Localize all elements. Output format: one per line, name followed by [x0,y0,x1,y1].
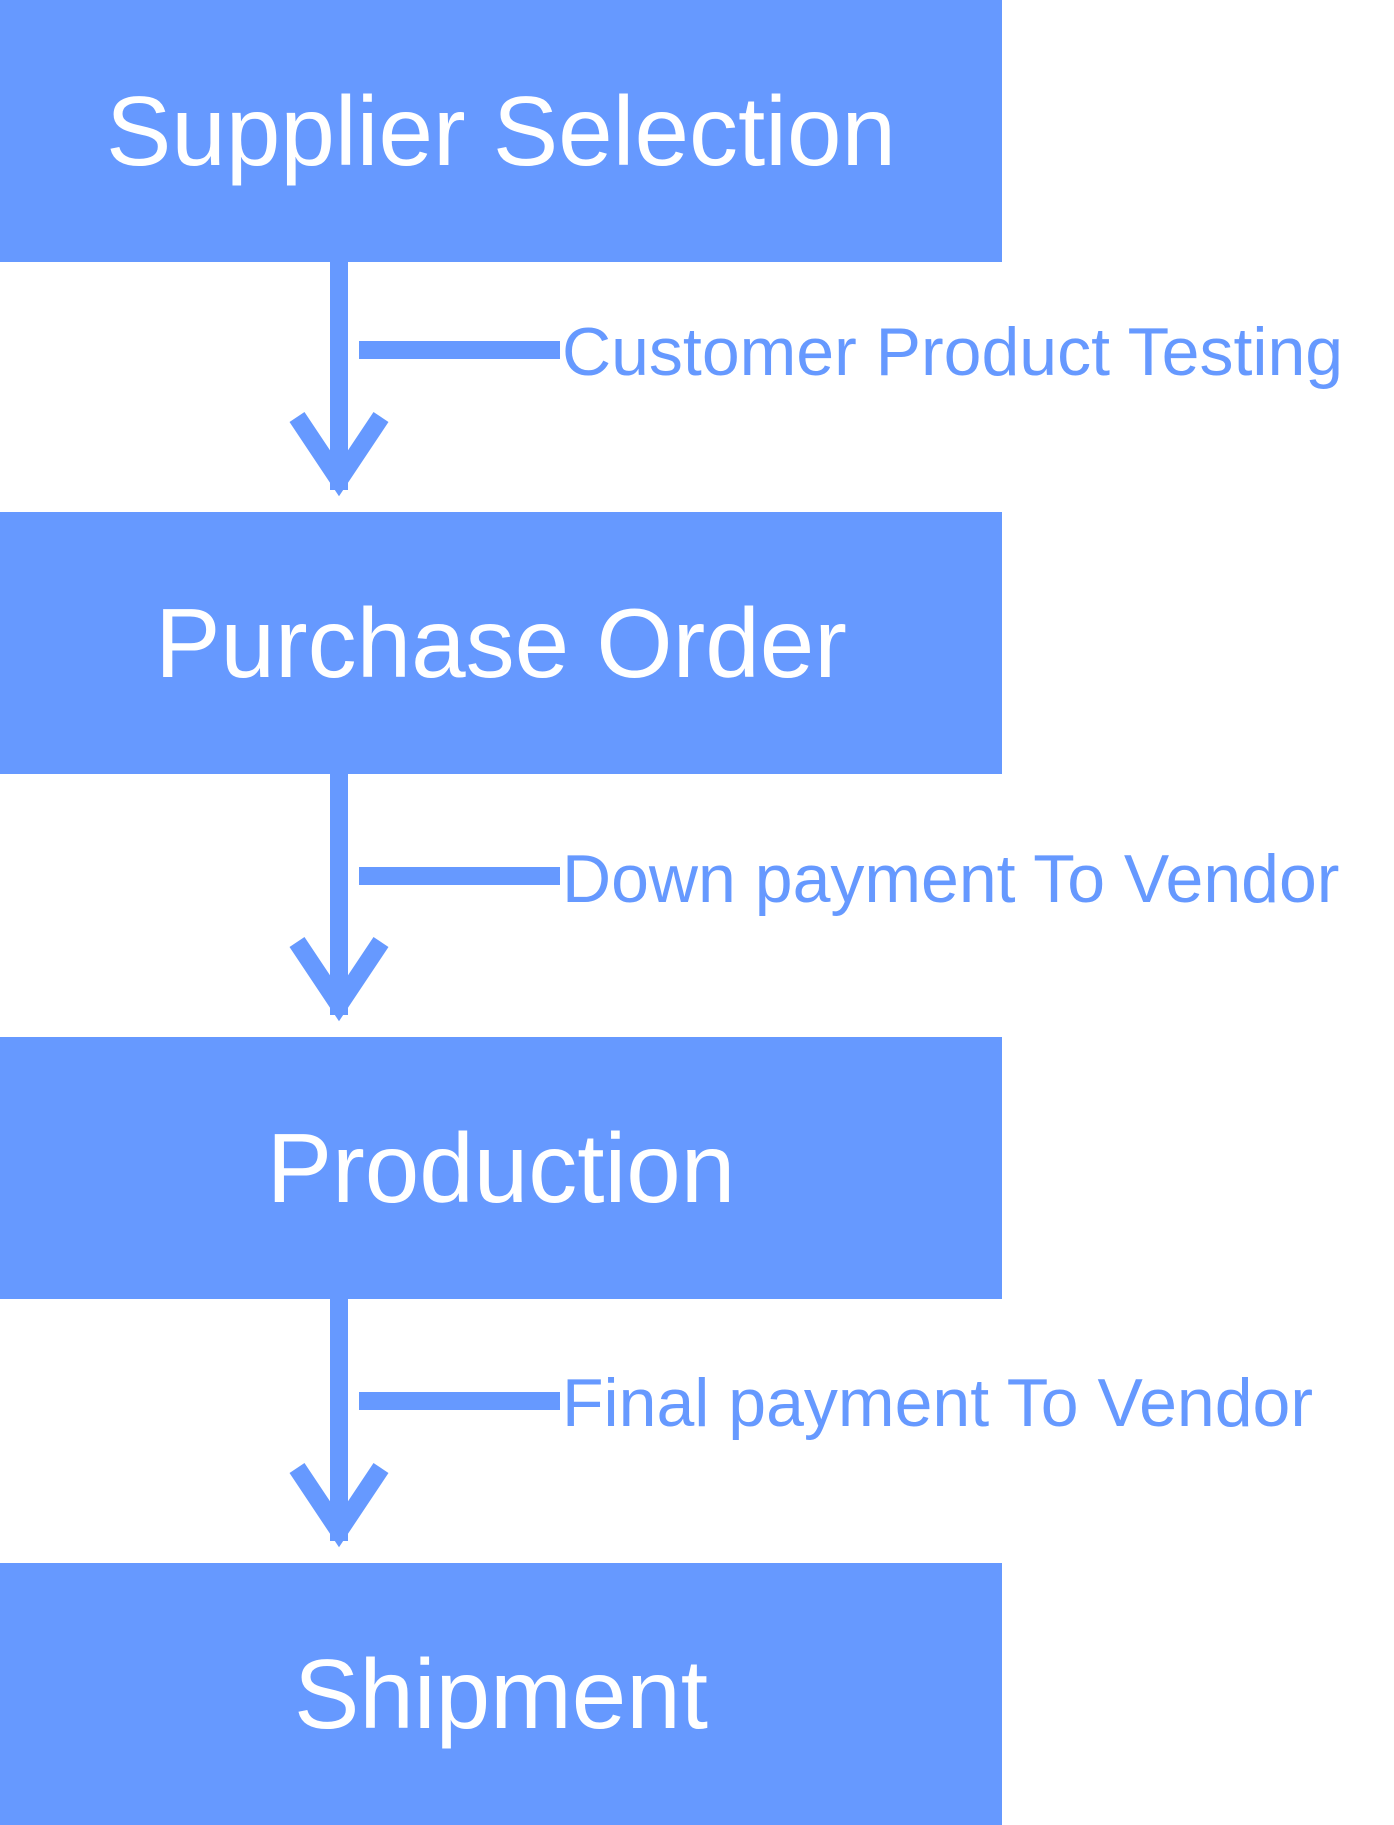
arrow-down-icon [289,774,389,1022]
arrow-down-icon [289,262,389,497]
step-label: Production [266,1113,736,1223]
step-production: Production [0,1037,1002,1299]
step-label: Shipment [293,1639,708,1749]
step-label: Purchase Order [155,588,847,698]
step-shipment: Shipment [0,1563,1002,1825]
arrow-down-icon [289,1299,389,1548]
step-purchase-order: Purchase Order [0,512,1002,774]
transition-note: Down payment To Vendor [562,841,1340,917]
transition-note: Final payment To Vendor [562,1365,1313,1441]
step-label: Supplier Selection [106,76,896,186]
step-supplier-selection: Supplier Selection [0,0,1002,262]
transition-note: Customer Product Testing [562,314,1344,390]
